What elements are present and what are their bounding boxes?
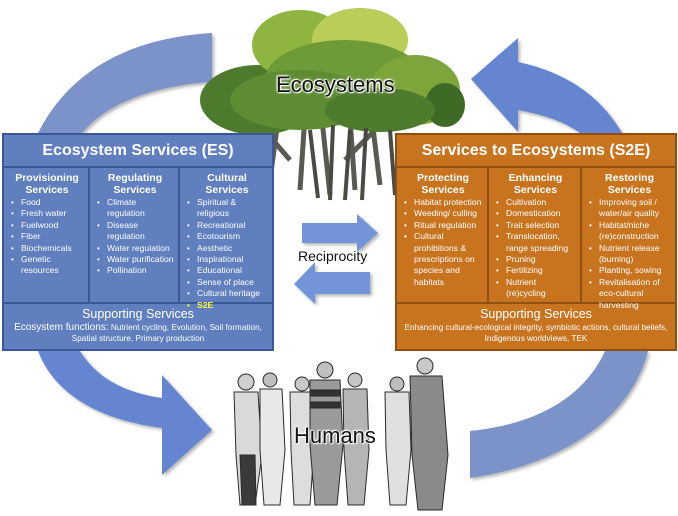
es-columns: Provisioning Services Food Fresh water F… [4,168,272,311]
arc-arrow-bottom-left [38,351,212,475]
list-item: Planting, sowing [587,265,672,277]
column-heading: Enhancing Services [508,172,563,196]
list-item: Translocation, range spreading [494,231,577,254]
ecosystem-services-box: Ecosystem Services (ES) Provisioning Ser… [2,133,274,351]
list-item: Aesthetic [185,243,269,255]
list-item: Revitalisation of eco-cultural harvestin… [587,277,672,311]
ecosystems-label: Ecosystems [276,72,395,97]
list-item: Nutrient (re)cycling [494,277,577,300]
arc-arrow-bottom-right [470,351,648,478]
list-item: Disease regulation [95,220,175,243]
regulating-services: Regulating Services Climate regulation D… [90,168,180,302]
reciprocity-arrow-right [302,214,378,252]
list-item: Habitat protection [402,197,484,209]
humans-label: Humans [294,423,376,448]
list-item: Water regulation [95,243,175,255]
s2e-title: Services to Ecosystems (S2E) [397,135,675,168]
s2e-columns: Protecting Services Habitat protection W… [397,168,675,310]
supporting-body: Nutrient cycling, Evolution, Soil format… [71,323,262,343]
list-item: Weeding/ culling [402,208,484,220]
column-heading: Provisioning Services [15,172,79,196]
list-item: Ritual regulation [402,220,484,232]
tree-trunks-lower [308,124,397,201]
list-item: Recreational [185,220,269,232]
list-item: Ecotourism [185,231,269,243]
es-supporting-services: Supporting Services Ecosystem functions:… [4,304,272,344]
list-item: Fuelwood [9,220,85,232]
list-item: Trait selection [494,220,577,232]
supporting-heading: Supporting Services [480,307,592,321]
reciprocity-arrow-left [294,262,370,304]
supporting-prefix: Ecosystem functions: [14,322,109,333]
reciprocity-label: Reciprocity [298,248,368,264]
list-item: Water purification [95,254,175,266]
arc-arrow-top-right [471,38,622,133]
list-item: Fiber [9,231,85,243]
restoring-services: Restoring Services Improving soil / wate… [582,168,675,310]
services-to-ecosystems-box: Services to Ecosystems (S2E) Protecting … [395,133,677,351]
es-title: Ecosystem Services (ES) [4,135,272,168]
list-item: Pruning [494,254,577,266]
supporting-text: Enhancing cultural-ecological integrity,… [404,323,668,343]
list-item: Habitat/niche (re)construction [587,220,672,243]
list-item: Educational [185,265,269,277]
supporting-text: Ecosystem functions: Nutrient cycling, E… [4,322,272,344]
list-item: Fresh water [9,208,85,220]
provisioning-services: Provisioning Services Food Fresh water F… [4,168,90,302]
list-item: Inspirational [185,254,269,266]
list-item: Cultural prohibitions & prescriptions on… [402,231,484,288]
list-item: Biochemicals [9,243,85,255]
list-item: Climate regulation [95,197,175,220]
column-heading: Cultural Services [205,172,249,196]
enhancing-services: Enhancing Services Cultivation Domestica… [489,168,582,302]
list-item: Cultural heritage [185,288,269,300]
column-heading: Restoring Services [604,172,654,196]
list-item: Sense of place [185,277,269,289]
list-item: Cultivation [494,197,577,209]
list-item: Nutrient release (burning) [587,243,672,266]
list-item: Domestication [494,208,577,220]
list-item: Improving soil / water/air quality [587,197,672,220]
group-of-people [233,357,449,511]
cultural-services: Cultural Services Spiritual & religious … [180,168,272,311]
list-item: Fertilizing [494,265,577,277]
column-heading: Regulating Services [107,172,163,196]
list-item: Spiritual & religious [185,197,269,220]
s2e-highlight-item: S2E [185,300,269,312]
supporting-heading: Supporting Services [82,307,194,321]
list-item: Food [9,197,85,209]
tree-canopy [200,8,465,135]
s2e-supporting-services: Supporting Services Enhancing cultural-e… [397,304,675,344]
list-item: Pollination [95,265,175,277]
protecting-services: Protecting Services Habitat protection W… [397,168,489,302]
column-heading: Protecting Services [417,172,469,196]
list-item: Genetic resources [9,254,85,277]
arc-arrow-top-left [38,33,212,133]
